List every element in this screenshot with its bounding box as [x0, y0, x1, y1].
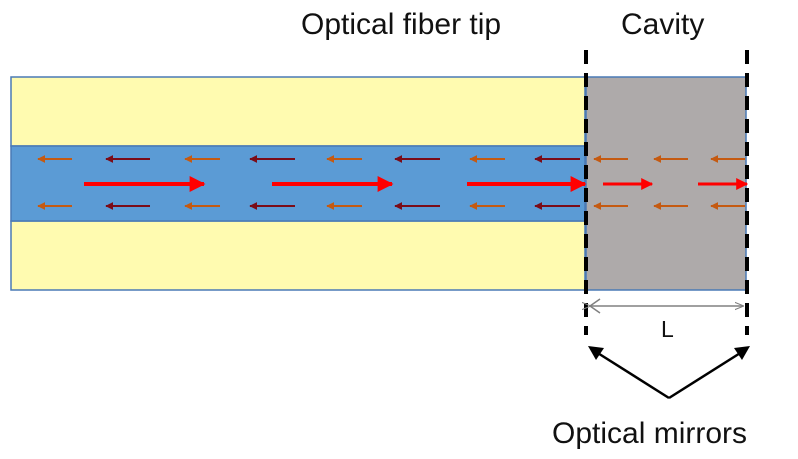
dimension-left-head [588, 298, 601, 314]
mirrors-label: Optical mirrors [552, 417, 747, 450]
fiber-tip-label: Optical fiber tip [301, 8, 501, 41]
mirror-pointer [588, 346, 750, 400]
cavity-label: Cavity [621, 8, 704, 41]
backward-arrows [37, 155, 745, 210]
fiber-cladding-bottom [10, 220, 586, 291]
fiber-cladding-top [10, 76, 586, 147]
length-label: L [661, 316, 674, 342]
